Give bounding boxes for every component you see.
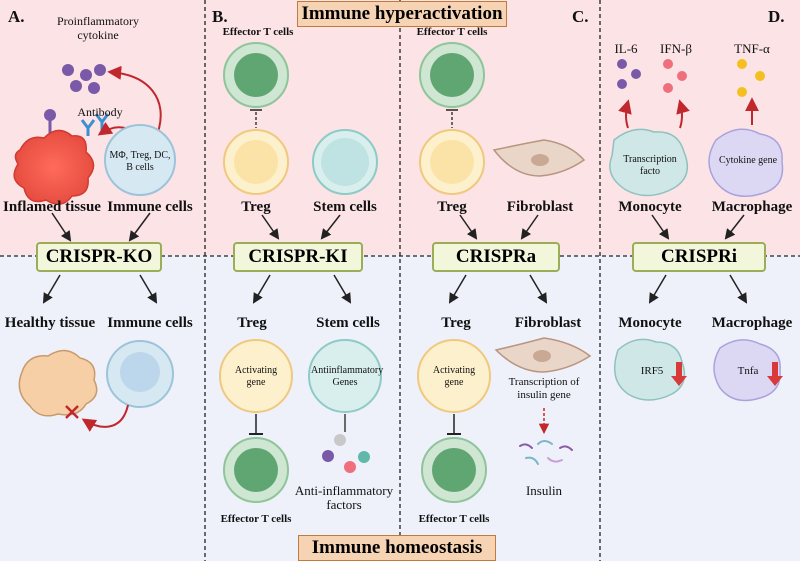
banner-top: Immune hyperactivation <box>297 1 507 27</box>
panel-a-graphics <box>13 64 176 432</box>
effector-t-bottom-label-c: Effector T cells <box>418 513 490 525</box>
effector-t-top-label-c: Effector T cells <box>416 26 488 38</box>
treg-bottom-label-c: Treg <box>441 315 471 331</box>
insulin-transcription-label: Transcription of insulin gene <box>508 376 580 401</box>
fibroblast-bottom-label: Fibroblast <box>514 315 582 331</box>
activating-gene-label-c: Activating gene <box>432 365 476 388</box>
antibody-label: Antibody <box>77 105 123 119</box>
stem-cells-top-label: Stem cells <box>313 199 377 215</box>
monocyte-bottom-label: Monocyte <box>618 315 682 331</box>
immune-cell-types-label: MΦ, Treg, DC, B cells <box>109 150 171 173</box>
banner-bottom: Immune homeostasis <box>298 535 496 561</box>
anti-inflammatory-factors-label: Anti-inflammatory factors <box>294 483 394 512</box>
panel-b-graphics <box>219 42 382 503</box>
proinflammatory-cytokine-label: Proinflammatory cytokine <box>57 14 139 42</box>
il6-label: IL-6 <box>614 41 638 56</box>
treg-bottom-label: Treg <box>237 315 267 331</box>
treg-top-label-c: Treg <box>437 199 467 215</box>
panel-a-letter: A. <box>8 7 25 26</box>
immune-cells-bottom-label: Immune cells <box>107 315 193 331</box>
immune-cells-label: Immune cells <box>107 199 193 215</box>
crispra-box: CRISPRa <box>432 242 560 272</box>
treg-top-label: Treg <box>241 199 271 215</box>
fibroblast-top-label: Fibroblast <box>506 199 574 215</box>
healthy-tissue-label: Healthy tissue <box>4 315 96 331</box>
irf5-label: IRF5 <box>640 365 664 377</box>
antiinflammatory-genes-label: Antiinflammatory Genes <box>311 365 384 388</box>
panel-b-letter: B. <box>212 7 228 26</box>
panel-d-graphics <box>609 59 784 402</box>
insulin-label: Insulin <box>525 483 563 498</box>
crispri-box: CRISPRi <box>632 242 766 272</box>
inflamed-tissue-label: Inflamed tissue <box>3 199 101 215</box>
effector-t-bottom-label: Effector T cells <box>220 513 292 525</box>
transcription-factor-label: Transcription facto <box>623 154 677 177</box>
effector-t-top-label: Effector T cells <box>222 26 294 38</box>
tnfa-label: Tnfa <box>737 365 759 377</box>
macrophage-bottom-label: Macrophage <box>711 315 793 331</box>
tnf-alpha-label: TNF-α <box>734 41 770 56</box>
monocyte-top-label: Monocyte <box>618 199 682 215</box>
macrophage-top-label: Macrophage <box>711 199 793 215</box>
activating-gene-label: Activating gene <box>234 365 278 388</box>
panel-c-graphics <box>417 42 592 503</box>
crispr-ko-box: CRISPR-KO <box>36 242 162 272</box>
panel-d-letter: D. <box>768 7 785 26</box>
panel-c-letter: C. <box>572 7 589 26</box>
stem-cells-bottom-label: Stem cells <box>316 315 380 331</box>
ifn-beta-label: IFN-β <box>660 41 692 56</box>
cytokine-gene-label: Cytokine gene <box>718 155 778 166</box>
crispr-ki-box: CRISPR-KI <box>233 242 363 272</box>
